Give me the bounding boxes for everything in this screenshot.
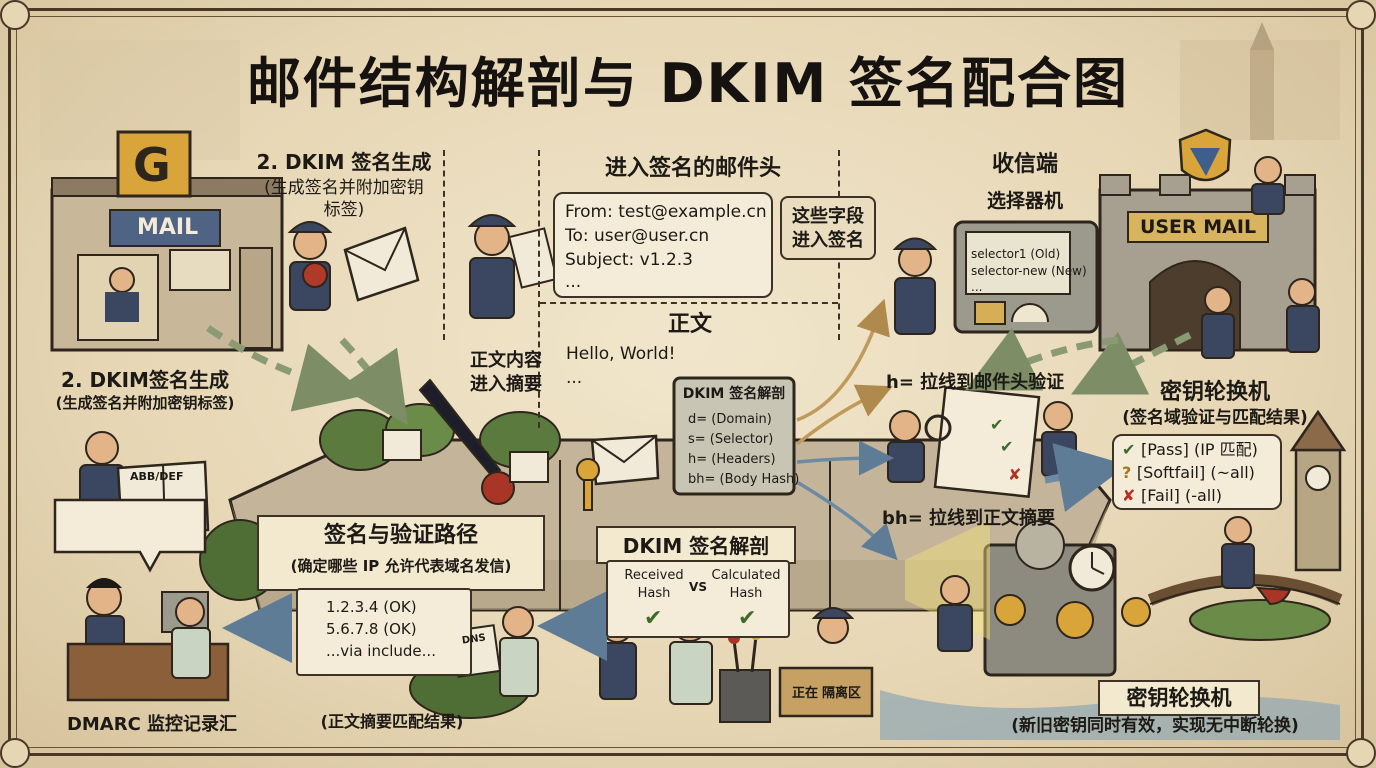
body-heading: 正文 — [667, 312, 712, 337]
divider — [540, 302, 838, 304]
hash-compare-box: Received Hash VS Calculated Hash ✔ ✔ — [606, 560, 790, 638]
ledger-label: ABB/DEF — [130, 470, 184, 483]
clerk-with-clipboard — [467, 214, 558, 319]
h-arrow-label: h= 拉线到邮件头验证 — [886, 372, 1065, 393]
bubble-text: 进入签名 — [792, 230, 864, 251]
received-hash-label: Hash — [637, 586, 671, 601]
ip-line: 5.6.7.8 (OK) — [326, 620, 417, 638]
key-rotation-sub: (签名域验证与匹配结果) — [1122, 408, 1308, 428]
dkim-card-heading: DKIM 签名解剖 — [682, 386, 786, 402]
svg-text:✘: ✘ — [1008, 465, 1021, 484]
selector-machine-title: 选择器机 — [986, 190, 1063, 212]
key-rotation-plaque: 密钥轮换机 — [1098, 680, 1260, 716]
flow-arrows — [206, 298, 1192, 663]
calculated-hash-label: Calculated — [711, 568, 781, 583]
user-mail-castle — [1098, 128, 1317, 352]
ip-line: 1.2.3.4 (OK) — [326, 598, 417, 616]
header-line: Subject: v1.2.3 — [565, 250, 693, 270]
clerk-at-selector — [892, 237, 938, 335]
clerk-sealing-envelope — [287, 221, 420, 311]
selector-line: ... — [971, 280, 983, 294]
verification-results: ✔ [Pass] (IP 匹配)? [Softfail] (~all)✘ [Fa… — [1112, 434, 1282, 510]
key-rotation-bottom-heading: 密钥轮换机 — [1126, 686, 1232, 710]
corner-ornament — [0, 738, 30, 768]
dkim-gen-left-heading: 2. DKIM签名生成 — [61, 368, 229, 392]
corner-ornament — [1346, 738, 1376, 768]
dkim-sign-card-bg — [672, 376, 796, 496]
check-icon: ✔ — [644, 606, 663, 631]
dkim-gen-sub: (生成签名并附加密钥 — [264, 178, 424, 198]
cross-icon: ✘ — [1122, 486, 1141, 505]
verification-path-sub: (确定哪些 IP 允许代表域名发信) — [290, 557, 512, 575]
inner-border — [16, 16, 1356, 748]
divider — [538, 150, 540, 428]
tray-label: 隔离区 — [822, 686, 862, 701]
dkim-field: bh= (Body Hash) — [688, 472, 800, 487]
header-line: ... — [565, 272, 582, 292]
check-icon: ✔ — [1122, 440, 1141, 459]
dmarc-desk-scene — [53, 498, 230, 702]
dkim-anatomy-heading: DKIM 签名解剖 — [622, 534, 770, 558]
body-line: Hello, World! — [566, 344, 676, 364]
castle-sign: USER MAIL — [1139, 216, 1257, 238]
body-digest-note: 进入摘要 — [470, 374, 542, 395]
key-rotation-heading: 密钥轮换机 — [1159, 380, 1270, 405]
dkim-gen-heading: 2. DKIM 签名生成 — [256, 150, 432, 174]
mail-logo: G — [133, 138, 171, 192]
ip-list-box: 1.2.3.4 (OK) 5.6.7.8 (OK) ...via include… — [296, 588, 472, 676]
dkim-gen-left-sub: (生成签名并附加密钥标签) — [55, 394, 235, 412]
result-text: [Fail] (-all) — [1140, 486, 1222, 505]
verification-caption: (正文摘要匹配结果) — [320, 712, 464, 731]
received-hash-label: Received — [624, 568, 684, 583]
calculated-hash-label: Hash — [729, 586, 763, 601]
outer-border — [8, 8, 1364, 756]
audit-checklist: ✔ ✔ ✘ — [887, 385, 1077, 499]
signed-fields-bubble: 这些字段 进入签名 — [780, 196, 876, 260]
header-line: To: user@user.cn — [565, 226, 710, 246]
dns-clerk — [450, 606, 539, 697]
result-row: ✘ [Fail] (-all) — [1122, 486, 1222, 505]
selector-line: selector1 (Old) — [971, 247, 1061, 261]
check-icon: ✔ — [738, 606, 757, 631]
svg-text:✔: ✔ — [1000, 437, 1013, 456]
vs-label: VS — [689, 580, 707, 594]
svg-text:✔: ✔ — [990, 415, 1003, 434]
bubble-text: 这些字段 — [792, 206, 864, 227]
header-fields-box: From: test@example.cn To: user@user.cn S… — [553, 192, 773, 298]
result-row: ? [Softfail] (~all) — [1122, 463, 1255, 482]
body-line: ... — [566, 368, 583, 388]
mail-office-building — [50, 130, 284, 352]
key-rotation-bottom-sub: (新旧密钥同时有效，实现无中断轮换) — [1011, 716, 1299, 736]
dmarc-caption: DMARC 监控记录汇 — [66, 714, 238, 735]
dkim-field: d= (Domain) — [688, 412, 772, 427]
receiver-heading: 收信端 — [991, 152, 1058, 177]
dkim-gen-sub: 标签) — [323, 200, 365, 220]
corner-ornament — [1346, 0, 1376, 30]
mail-sign: MAIL — [137, 215, 199, 240]
result-text: [Softfail] (~all) — [1136, 463, 1255, 482]
dkim-field: s= (Selector) — [688, 432, 774, 447]
verification-path-heading: 签名与验证路径 — [323, 523, 478, 548]
key-rotation-machine — [905, 520, 1151, 677]
result-text: [Pass] (IP 匹配) — [1140, 440, 1258, 459]
corner-ornament — [0, 0, 30, 30]
envelope-with-key — [576, 434, 660, 511]
result-row: ✔ [Pass] (IP 匹配) — [1122, 440, 1258, 459]
dkim-field: h= (Headers) — [688, 452, 776, 467]
header-line: From: test@example.cn — [565, 202, 767, 222]
verification-path-plaque: 签名与验证路径 (确定哪些 IP 允许代表域名发信) — [257, 515, 545, 591]
question-icon: ? — [1122, 463, 1137, 482]
ip-line: ...via include... — [326, 642, 436, 660]
bh-arrow-label: bh= 拉线到正文摘要 — [882, 508, 1056, 529]
selector-line: selector-new (New) — [971, 264, 1087, 278]
tray-label: 正在 — [792, 686, 819, 701]
poster-title: 邮件结构解剖与 DKIM 签名配合图 — [246, 52, 1130, 115]
body-digest-note: 正文内容 — [470, 350, 542, 371]
dkim-anatomy-plaque: DKIM 签名解剖 — [596, 526, 796, 564]
headers-heading: 进入签名的邮件头 — [604, 156, 781, 181]
castle-guards — [1201, 156, 1320, 359]
pen-and-wax-seal — [382, 378, 549, 505]
divider — [443, 150, 445, 340]
